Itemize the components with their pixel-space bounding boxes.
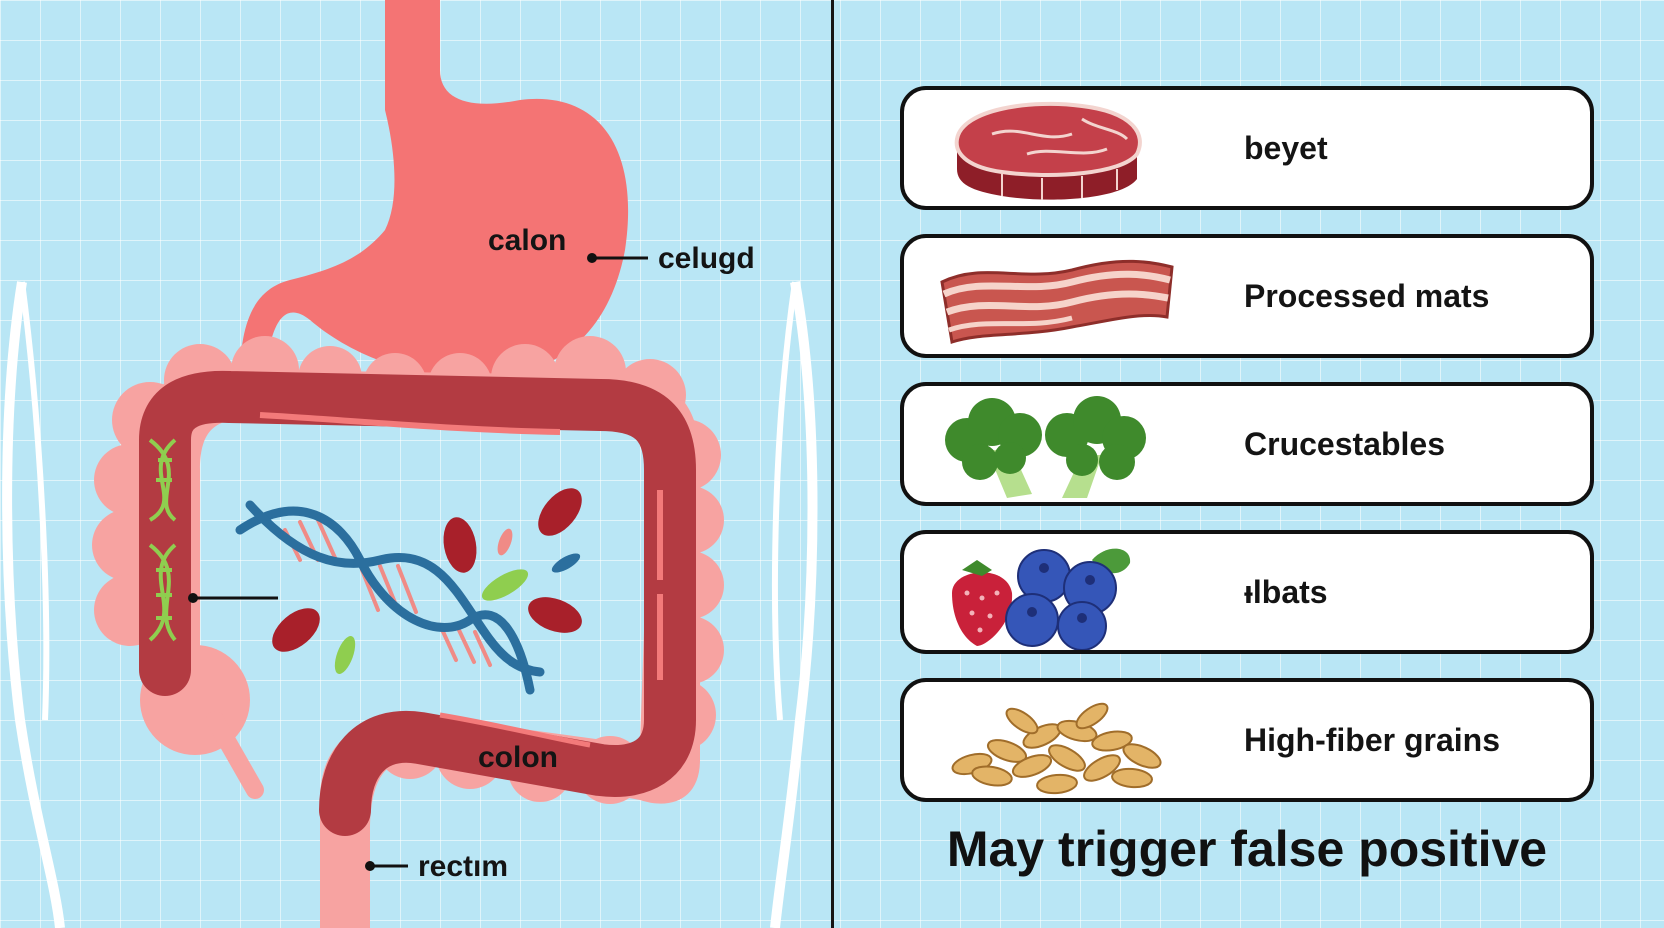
food-card-berries: ᵻlbats <box>900 530 1594 654</box>
pointer-dot-stomach <box>587 253 597 263</box>
colon-label: colon <box>478 741 558 774</box>
stomach-label: calon <box>488 224 566 257</box>
colon-highlight-sigmoid <box>439 712 591 748</box>
stomach-shape <box>240 0 629 380</box>
dna-small-icon <box>148 438 177 642</box>
berries-icon <box>952 548 1131 650</box>
pointer-dot-rectum <box>365 861 375 871</box>
food-card-processed-meats: Processed mats <box>900 234 1594 358</box>
bacon-icon <box>940 259 1174 344</box>
digestive-system-diagram: calon celugd colon rectım <box>2 0 818 928</box>
cells-group <box>272 488 582 674</box>
food-label-grains: High-fiber grains <box>1244 722 1501 758</box>
food-label-berries: ᵻlbats <box>1244 574 1328 610</box>
panel-divider <box>831 0 834 928</box>
food-label-crucifers: Crucestables <box>1244 426 1445 462</box>
body-outline-left <box>2 281 65 928</box>
food-card-crucifers: Crucestables <box>900 382 1594 506</box>
food-card-beef: beyet <box>900 86 1594 210</box>
colon-highlight-transverse <box>259 412 561 435</box>
body-outline-left-inner <box>19 281 50 721</box>
food-label-beef: beyet <box>1244 130 1328 166</box>
colon-inner <box>139 370 696 836</box>
grains-icon <box>951 702 1162 795</box>
beef-steak-icon <box>954 101 1142 200</box>
food-label-processed-meats: Processed mats <box>1244 278 1490 314</box>
dna-large-icon <box>235 500 545 695</box>
false-positive-caption: May trigger false positive <box>946 821 1548 877</box>
food-card-grains: High-fiber grains <box>900 678 1594 802</box>
body-outline-right <box>770 281 818 928</box>
body-outline-right-inner <box>772 281 798 721</box>
stomach-pointer-label: celugd <box>658 242 755 275</box>
broccoli-icon <box>945 396 1146 498</box>
rectum-label: rectım <box>418 850 508 883</box>
pointer-dot-dna <box>188 593 198 603</box>
